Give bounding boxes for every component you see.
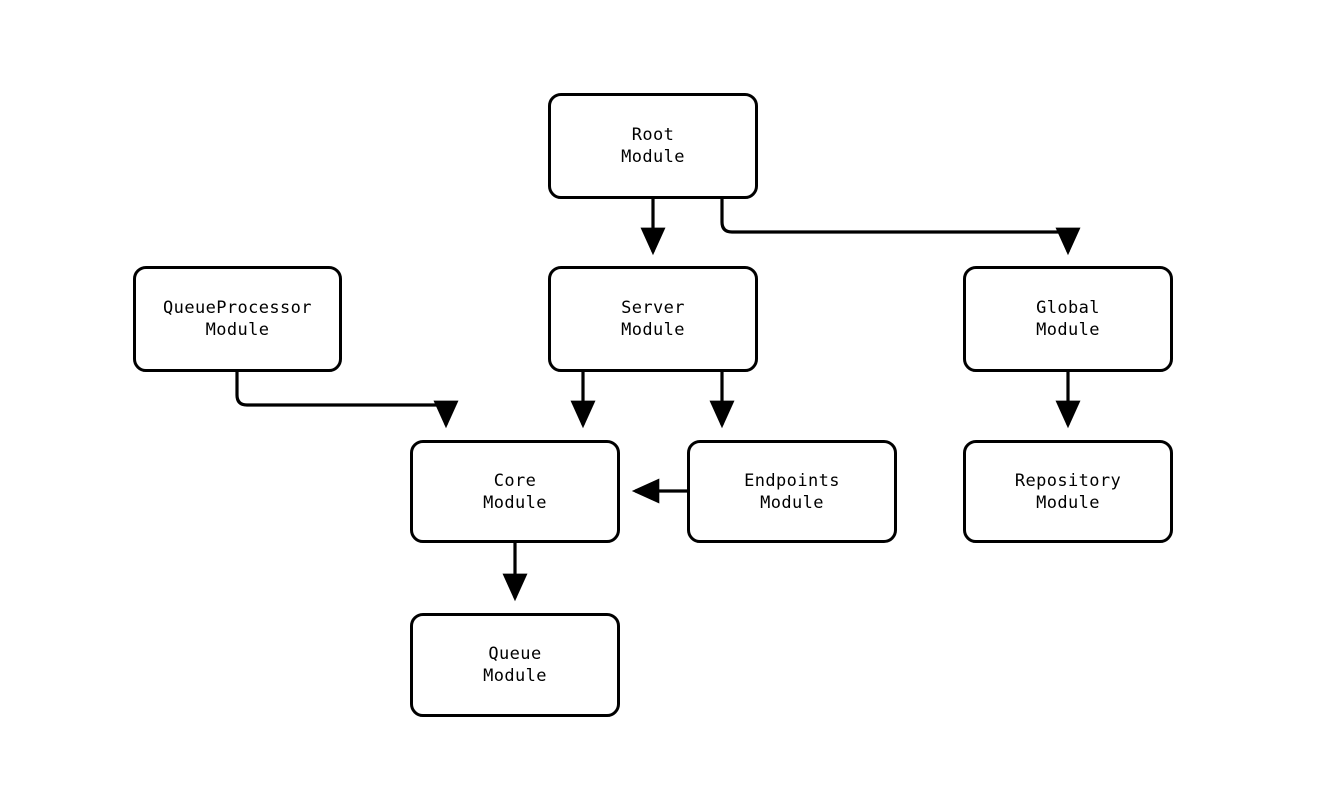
node-queueprocessor[interactable]: QueueProcessor Module [133,266,342,372]
node-label-queueprocessor: QueueProcessor Module [163,298,312,340]
node-root[interactable]: Root Module [548,93,758,199]
node-label-root: Root Module [621,125,685,167]
node-queue[interactable]: Queue Module [410,613,620,717]
node-endpoints[interactable]: Endpoints Module [687,440,897,543]
node-label-global: Global Module [1036,298,1100,340]
node-label-core: Core Module [483,470,547,513]
edge-queueprocessor-core [235,372,459,429]
node-server[interactable]: Server Module [548,266,758,372]
node-global[interactable]: Global Module [963,266,1173,372]
edge-root-global [720,199,1081,256]
node-repository[interactable]: Repository Module [963,440,1173,543]
node-label-queue: Queue Module [483,644,547,686]
node-label-repository: Repository Module [1014,470,1122,513]
node-core[interactable]: Core Module [410,440,620,543]
node-label-endpoints: Endpoints Module [744,470,840,513]
node-label-server: Server Module [621,298,685,340]
